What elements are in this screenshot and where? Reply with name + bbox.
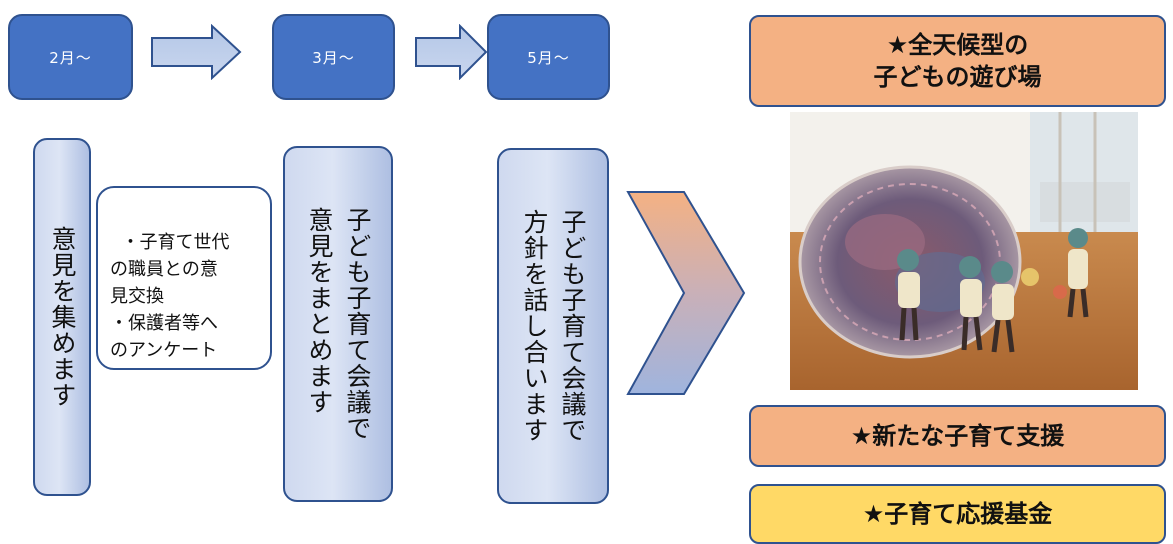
playground-photo	[790, 112, 1138, 390]
step-collect-box: 意見を集めます	[33, 138, 91, 496]
outcome-playground: ★全天候型の 子どもの遊び場	[749, 15, 1166, 107]
outcome-support: ★新たな子育て支援	[749, 405, 1166, 467]
step-collect-note: ・子育て世代 の職員との意 見交換 ・保護者等へ のアンケート	[96, 186, 272, 370]
outcome-fund: ★子育て応援基金	[749, 484, 1166, 544]
step-summarize-box: 子ども子育て会議で 意見をまとめます	[283, 146, 393, 502]
month-box-may: 5月～	[487, 14, 610, 100]
month-label: 2月～	[49, 48, 92, 67]
month-box-mar: 3月～	[272, 14, 395, 100]
outcome-label: ★新たな子育て支援	[850, 422, 1065, 450]
outcome-label: ★子育て応援基金	[862, 500, 1053, 528]
month-label: 5月～	[527, 48, 570, 67]
step-discuss-box: 子ども子育て会議で 方針を話し合います	[497, 148, 609, 504]
month-label: 3月～	[312, 48, 355, 67]
arrow-right-icon	[151, 24, 242, 80]
step-collect-text: 意見を集めます	[48, 226, 77, 408]
step-discuss-text: 子ども子育て会議で 方針を話し合います	[520, 209, 587, 443]
chevron-right-icon	[626, 191, 746, 395]
outcome-label: ★全天候型の 子どもの遊び場	[873, 31, 1042, 91]
note-text: ・子育て世代 の職員との意 見交換 ・保護者等へ のアンケート	[110, 232, 230, 361]
arrow-right-icon	[415, 24, 488, 80]
month-box-feb: 2月～	[8, 14, 133, 100]
step-summarize-text: 子ども子育て会議で 意見をまとめます	[305, 207, 372, 441]
